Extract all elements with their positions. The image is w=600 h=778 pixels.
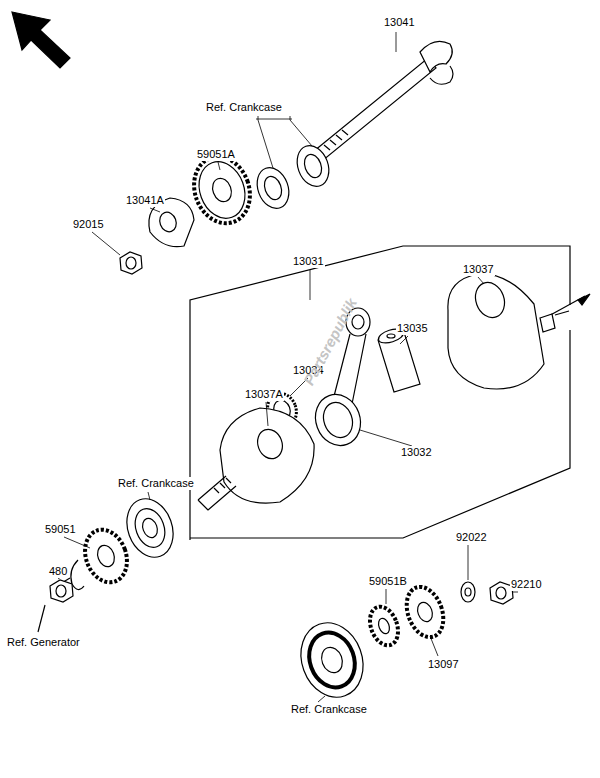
callout-number: 13097 bbox=[427, 658, 460, 671]
callout-number: 92210 bbox=[510, 578, 543, 591]
callout-number: 13041A bbox=[125, 194, 165, 207]
callout-number: 13037 bbox=[462, 263, 495, 276]
callout-number: 13041 bbox=[383, 16, 416, 29]
reference-label: Ref. Crankcase bbox=[290, 703, 368, 716]
reference-label: Ref. Generator bbox=[6, 636, 81, 649]
callout-number: 92015 bbox=[72, 218, 105, 231]
callout-number: 13037A bbox=[244, 388, 284, 401]
callout-number: 13035 bbox=[396, 322, 429, 335]
callout-number: 59051 bbox=[44, 523, 77, 536]
reference-label: Ref. Crankcase bbox=[205, 101, 283, 114]
callout-number: 59051B bbox=[368, 575, 408, 588]
watermark: Partsrepublik bbox=[300, 295, 360, 388]
callout-number: 13031 bbox=[292, 255, 325, 268]
callout-number: 92022 bbox=[455, 531, 488, 544]
callout-number: 13032 bbox=[400, 446, 433, 459]
reference-label: Ref. Crankcase bbox=[117, 477, 195, 490]
callout-number: 480 bbox=[48, 565, 68, 578]
callout-number: 59051A bbox=[196, 148, 236, 161]
